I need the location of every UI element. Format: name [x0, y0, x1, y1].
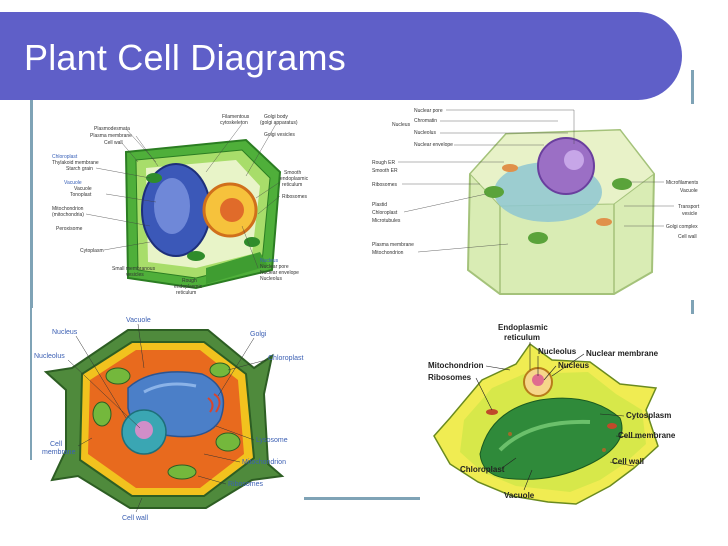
label-ribosomes: Ribosomes: [428, 373, 472, 382]
label-nuclear-pore: Nuclear pore: [414, 108, 443, 114]
label-ribosomes: Ribosomes: [282, 194, 308, 200]
label-mitochondrion: Mitochondrion: [372, 250, 404, 256]
label-nucleus: Nucleus: [52, 329, 78, 336]
label-nucleolus: Nucleolus: [538, 347, 577, 356]
label-nuclear-membrane: Nuclear membrane: [586, 349, 659, 358]
label-vacuole: Vacuole: [126, 317, 151, 324]
label-filamentous: Filamentous: [222, 114, 250, 120]
label-transport: Transport: [678, 204, 700, 210]
label-nucleolus: Nucleolus: [260, 276, 282, 282]
label-tonoplast: Tonoplast: [70, 192, 92, 198]
label-vesicle: vesicle: [682, 211, 698, 217]
label-ribosomes: Ribosomes: [228, 481, 264, 488]
label-membrane: membrane: [42, 449, 76, 456]
label-chloroplast: Chloroplast: [460, 465, 505, 474]
label-cytoskeleton: cytoskeleton: [220, 120, 248, 126]
label-cell-membrane: Cell membrane: [618, 431, 676, 440]
label-golgi-apparatus: (golgi apparatus): [260, 120, 298, 126]
diagram-4: Endoplasmic reticulum Nucleolus Nuclear …: [420, 314, 696, 530]
slide-frame-left: [30, 100, 33, 460]
label-starch-grain: Starch grain: [66, 166, 93, 172]
label-smooth: Smooth: [284, 170, 301, 176]
label-golgi-vesicles: Golgi vesicles: [264, 132, 295, 138]
label-chromatin: Chromatin: [414, 118, 437, 124]
label-smooth-er: Smooth ER: [372, 168, 398, 174]
label-endoplasmic: endoplasmic: [174, 284, 203, 290]
label-small-membranous: Small membranous: [112, 266, 156, 272]
label-vacuole-2: Vacuole: [74, 186, 92, 192]
label-cell-wall: Cell wall: [122, 515, 149, 522]
label-endoplasmic: Endoplasmic: [498, 323, 548, 332]
label-reticulum: reticulum: [176, 290, 196, 296]
label-lysosome: Lysosome: [256, 437, 288, 444]
label-golgi: Golgi: [250, 331, 267, 338]
label-chloroplast: Chloroplast: [268, 355, 303, 362]
label-nucleolus: Nucleolus: [34, 353, 65, 360]
label-reticulum: reticulum: [504, 333, 540, 342]
slide-title: Plant Cell Diagrams: [24, 37, 346, 78]
label-thylakoid-membrane: Thylakoid membrane: [52, 160, 99, 166]
label-ribosomes: Ribosomes: [372, 182, 398, 188]
label-rough: Rough: [182, 278, 197, 284]
label-chloroplast: Chloroplast: [52, 154, 78, 160]
label-cytosplasm: Cytosplasm: [626, 411, 671, 420]
label-microtubules: Microtubules: [372, 218, 401, 224]
diagram-1: Plasmodesmata Plasma membrane Cell wall …: [46, 102, 314, 300]
label-nucleus: Nucleus: [392, 122, 411, 128]
label-nucleus: Nucleus: [260, 258, 279, 264]
title-bar: Plant Cell Diagrams: [0, 12, 682, 100]
label-cell-wall: Cell wall: [612, 457, 644, 466]
label-plasma-membrane: Plasma membrane: [372, 242, 414, 248]
plant-cell-diagram-2: Nuclear pore Nucleus Chromatin Nucleolus…: [368, 104, 708, 300]
label-cell-wall: Cell wall: [104, 140, 123, 146]
label-cytoplasm: Cytoplasm: [80, 248, 104, 254]
label-plasma-membrane: Plasma membrane: [90, 133, 132, 139]
label-mitochondrion: Mitochondrion: [428, 361, 484, 370]
diagram-2: Nuclear pore Nucleus Chromatin Nucleolus…: [368, 104, 708, 300]
slide-frame-bottom: [290, 497, 440, 500]
label-smooth-er-2: reticulum: [282, 182, 302, 188]
label-nucleus: Nucleus: [558, 361, 590, 370]
label-golgi-complex: Golgi complex: [666, 224, 698, 230]
diagram-3: Vacuole Golgi Nucleus Nucleolus Chloropl…: [32, 308, 304, 526]
label-nuclear-envelope: Nuclear envelope: [414, 142, 453, 148]
label-nuclear-envelope: Nuclear envelope: [260, 270, 299, 276]
label-vacuole: Vacuole: [680, 188, 698, 194]
label-microfilaments: Microfilaments: [666, 180, 699, 186]
label-plasmodesmata: Plasmodesmata: [94, 126, 130, 132]
label-mitochondrion: Mitochondrion: [52, 206, 84, 212]
label-mitochondrion-paren: (mitochondria): [52, 212, 84, 218]
label-chloroplast: Chloroplast: [372, 210, 398, 216]
label-mitochondrion: Mitochondrion: [242, 459, 286, 466]
plant-cell-diagram-1: Plasmodesmata Plasma membrane Cell wall …: [46, 102, 314, 300]
label-nucleolus: Nucleolus: [414, 130, 436, 136]
label-smooth-er-1: endoplasmic: [280, 176, 309, 182]
label-cell: Cell: [50, 441, 63, 448]
label-vesicles: vesicles: [126, 272, 144, 278]
label-peroxisome: Peroxisome: [56, 226, 83, 232]
plant-cell-diagram-3: Vacuole Golgi Nucleus Nucleolus Chloropl…: [32, 308, 304, 526]
label-cell-wall: Cell wall: [678, 234, 697, 240]
label-vacuole: Vacuole: [64, 180, 82, 186]
label-rough-er: Rough ER: [372, 160, 395, 166]
label-vacuole: Vacuole: [504, 491, 535, 500]
label-golgi-body: Golgi body: [264, 114, 288, 120]
label-plastid: Plastid: [372, 202, 387, 208]
plant-cell-diagram-4: Endoplasmic reticulum Nucleolus Nuclear …: [420, 314, 696, 530]
label-nuclear-pore: Nuclear pore: [260, 264, 289, 270]
